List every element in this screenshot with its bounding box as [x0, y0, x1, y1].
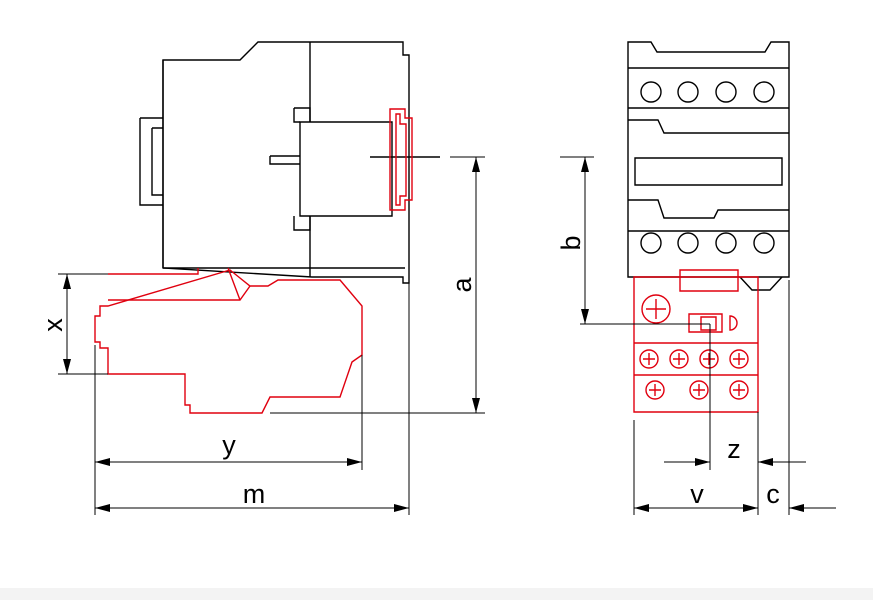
label-c: c [766, 479, 780, 509]
dimension-c: c [766, 280, 836, 515]
overload-relay-front-view [633, 269, 759, 413]
dimension-b: b [556, 156, 710, 325]
label-b: b [556, 235, 586, 250]
label-m: m [243, 479, 266, 509]
contactor-front-view [627, 41, 790, 291]
dimension-x: x [38, 273, 108, 375]
dimension-z: z [664, 324, 806, 515]
dimension-v: v [633, 420, 758, 515]
dimension-m: m [95, 283, 410, 515]
label-y: y [222, 430, 236, 460]
label-z: z [727, 434, 741, 464]
contactor-side-view [139, 41, 440, 284]
dimension-a: a [270, 156, 485, 414]
label-v: v [690, 479, 704, 509]
label-x: x [38, 318, 68, 332]
overload-relay-side-view [94, 108, 413, 414]
dimension-y: y [94, 345, 363, 515]
label-a: a [447, 277, 477, 293]
footer-bar [0, 588, 873, 600]
